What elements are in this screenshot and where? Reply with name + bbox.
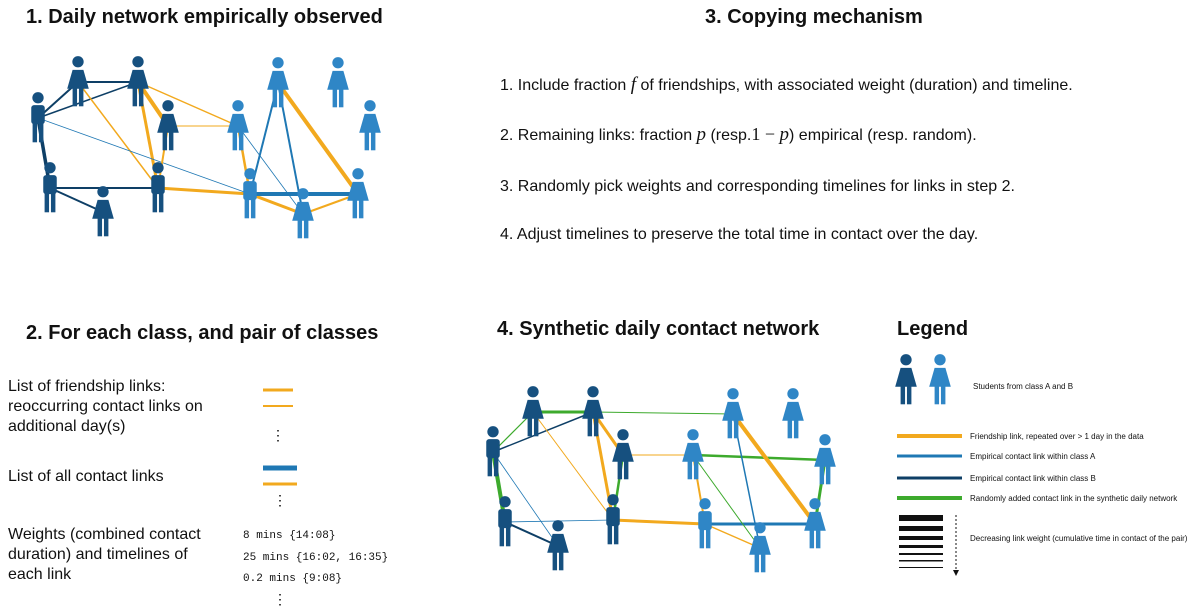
student-female-icon <box>582 386 604 437</box>
step-3: 3. Randomly pick weights and correspondi… <box>500 178 1015 195</box>
contact-link <box>77 81 159 189</box>
ellipsis: ⋮ <box>271 427 285 443</box>
student-female-icon <box>547 520 569 571</box>
student-female-icon <box>929 354 951 405</box>
ellipsis: ⋮ <box>273 591 287 607</box>
student-male-icon <box>606 494 620 545</box>
student-female-icon <box>359 100 381 151</box>
student-female-icon <box>347 168 369 219</box>
weight-entry: 0.2 mins {9:08} <box>243 573 343 585</box>
weight-entry: 25 mins {16:02, 16:35} <box>243 552 389 564</box>
contact-link <box>532 411 614 521</box>
panel2-title: 2. For each class, and pair of classes <box>26 322 379 344</box>
student-female-icon <box>814 434 836 485</box>
contact-link <box>249 192 304 216</box>
student-female-icon <box>127 56 149 107</box>
panel4-title: 4. Synthetic daily contact network <box>497 318 820 340</box>
student-female-icon <box>327 57 349 108</box>
student-male-icon <box>43 162 57 213</box>
student-female-icon <box>749 522 771 573</box>
student-female-icon <box>267 57 289 108</box>
contact-link <box>492 451 559 547</box>
contact-link <box>592 411 734 415</box>
contact-link <box>37 117 251 195</box>
student-female-icon <box>67 56 89 107</box>
legend-weight-label: Decreasing link weight (cumulative time … <box>970 534 1188 543</box>
weights-label: Weights (combined contact duration) and … <box>8 526 201 583</box>
step-1: 1. Include fraction f of friendships, wi… <box>500 74 1073 95</box>
contact-link <box>704 523 761 549</box>
legend-friendship-label: Friendship link, repeated over > 1 day i… <box>970 432 1144 441</box>
contact-link <box>492 411 594 453</box>
student-female-icon <box>612 429 634 480</box>
student-female-icon <box>292 188 314 239</box>
student-female-icon <box>92 186 114 237</box>
legend-weight-arrowhead <box>953 570 959 576</box>
student-female-icon <box>722 388 744 439</box>
student-male-icon <box>151 162 165 213</box>
student-female-icon <box>804 498 826 549</box>
legend-weight-bars <box>899 515 943 568</box>
student-male-icon <box>498 496 512 547</box>
student-female-icon <box>682 429 704 480</box>
step-2: 2. Remaining links: fraction p (resp.1 −… <box>500 124 977 145</box>
contact-link <box>504 521 559 547</box>
legend-classA-label: Empirical contact link within class A <box>970 452 1096 461</box>
panel3-title: 3. Copying mechanism <box>705 6 923 28</box>
student-female-icon <box>895 354 917 405</box>
contact-link <box>157 186 251 196</box>
student-male-icon <box>698 498 712 549</box>
legend-random-label: Randomly added contact link in the synth… <box>970 494 1178 503</box>
panel1-title: 1. Daily network empirically observed <box>26 6 383 28</box>
contact-links-label: List of all contact links <box>8 468 164 485</box>
contact-link <box>237 125 304 215</box>
contact-link <box>731 412 817 526</box>
student-male-icon <box>31 92 45 143</box>
student-female-icon <box>522 386 544 437</box>
weight-entry: 8 mins {14:08} <box>243 530 336 542</box>
legend-title: Legend <box>897 318 969 340</box>
ellipsis: ⋮ <box>273 492 287 508</box>
student-female-icon <box>157 100 179 151</box>
contact-link <box>692 453 826 462</box>
step-4: 4. Adjust timelines to preserve the tota… <box>500 226 979 243</box>
friendship-links-label: List of friendship links: reoccurring co… <box>8 378 203 435</box>
student-female-icon <box>782 388 804 439</box>
contact-link <box>612 518 706 526</box>
student-male-icon <box>486 426 500 477</box>
contact-link <box>137 81 239 127</box>
contact-link <box>276 81 360 196</box>
contact-link <box>49 187 104 213</box>
student-female-icon <box>227 100 249 151</box>
legend-classB-label: Empirical contact link within class B <box>970 474 1096 483</box>
legend-students-label: Students from class A and B <box>973 382 1074 391</box>
student-male-icon <box>243 168 257 219</box>
contact-link <box>692 454 761 549</box>
contact-link <box>37 81 139 119</box>
